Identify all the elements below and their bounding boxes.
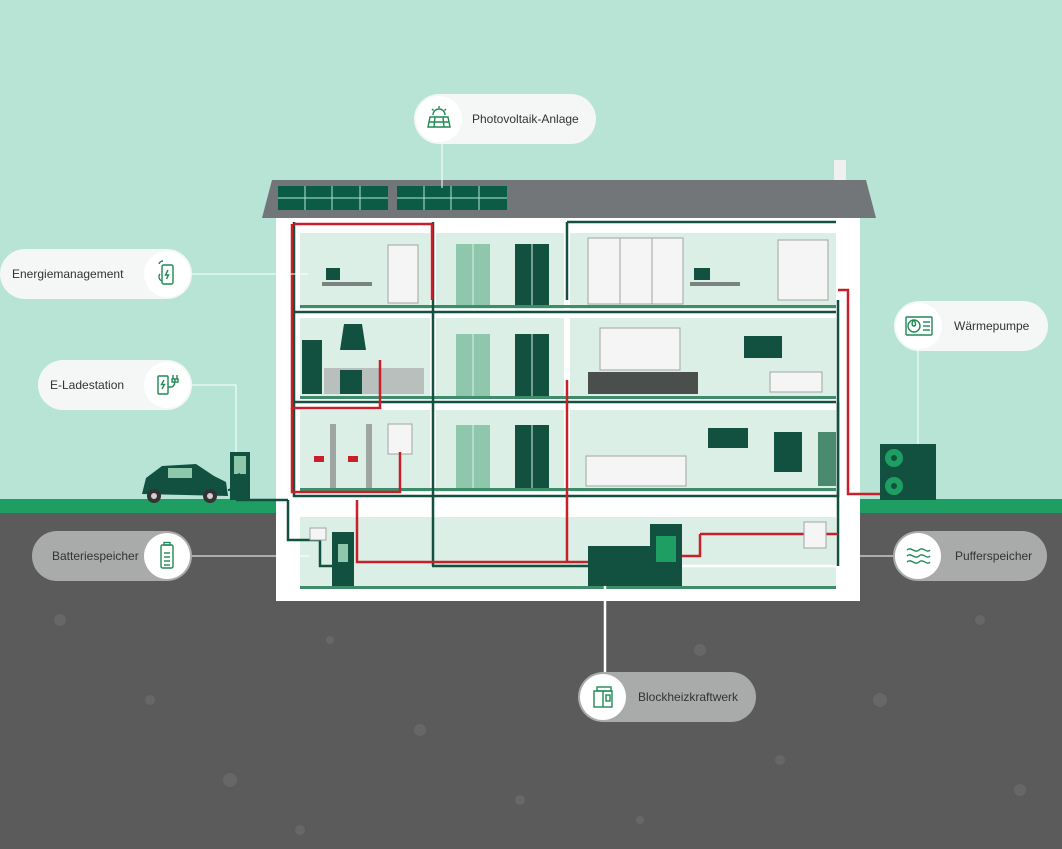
label-blockheizkraftwerk: Blockheizkraftwerk bbox=[578, 672, 756, 722]
charging-station bbox=[230, 452, 250, 500]
solar-panel-icon bbox=[416, 96, 462, 142]
blockheizkraftwerk-label: Blockheizkraftwerk bbox=[638, 690, 739, 704]
solar-panels bbox=[278, 186, 507, 210]
lobby bbox=[585, 428, 836, 487]
label-photovoltaik: Photovoltaik-Anlage bbox=[414, 94, 596, 144]
label-batteriespeicher: Batteriespeicher bbox=[32, 531, 192, 581]
photovoltaik-label: Photovoltaik-Anlage bbox=[472, 112, 579, 126]
heat-waves-icon bbox=[895, 533, 941, 579]
pufferspeicher-label: Pufferspeicher bbox=[955, 549, 1033, 563]
office-furniture bbox=[322, 237, 829, 305]
ladestation-label: E-Ladestation bbox=[50, 378, 125, 392]
battery-icon bbox=[144, 533, 190, 579]
label-ladestation: E-Ladestation bbox=[38, 360, 192, 410]
basement-devices bbox=[309, 521, 827, 586]
chimney bbox=[834, 160, 846, 180]
chp-unit-icon bbox=[580, 674, 626, 720]
elevators bbox=[456, 244, 549, 488]
electric-car bbox=[142, 464, 241, 503]
callout-lines bbox=[190, 142, 919, 557]
kitchen bbox=[302, 324, 424, 394]
bathroom bbox=[314, 423, 413, 488]
charging-plug-icon bbox=[144, 362, 190, 408]
conference-room bbox=[588, 327, 823, 394]
heat-pump-fan-icon bbox=[896, 303, 942, 349]
smartphone-energy-icon bbox=[144, 251, 190, 297]
label-waermepumpe: Wärmepumpe bbox=[894, 301, 1048, 351]
batteriespeicher-label: Batteriespeicher bbox=[52, 549, 139, 563]
energiemanagement-label: Energiemanagement bbox=[12, 267, 124, 281]
label-pufferspeicher: Pufferspeicher bbox=[893, 531, 1047, 581]
label-energiemanagement: Energiemanagement bbox=[0, 249, 192, 299]
waermepumpe-label: Wärmepumpe bbox=[954, 319, 1030, 333]
heat-pump-unit bbox=[880, 444, 936, 500]
